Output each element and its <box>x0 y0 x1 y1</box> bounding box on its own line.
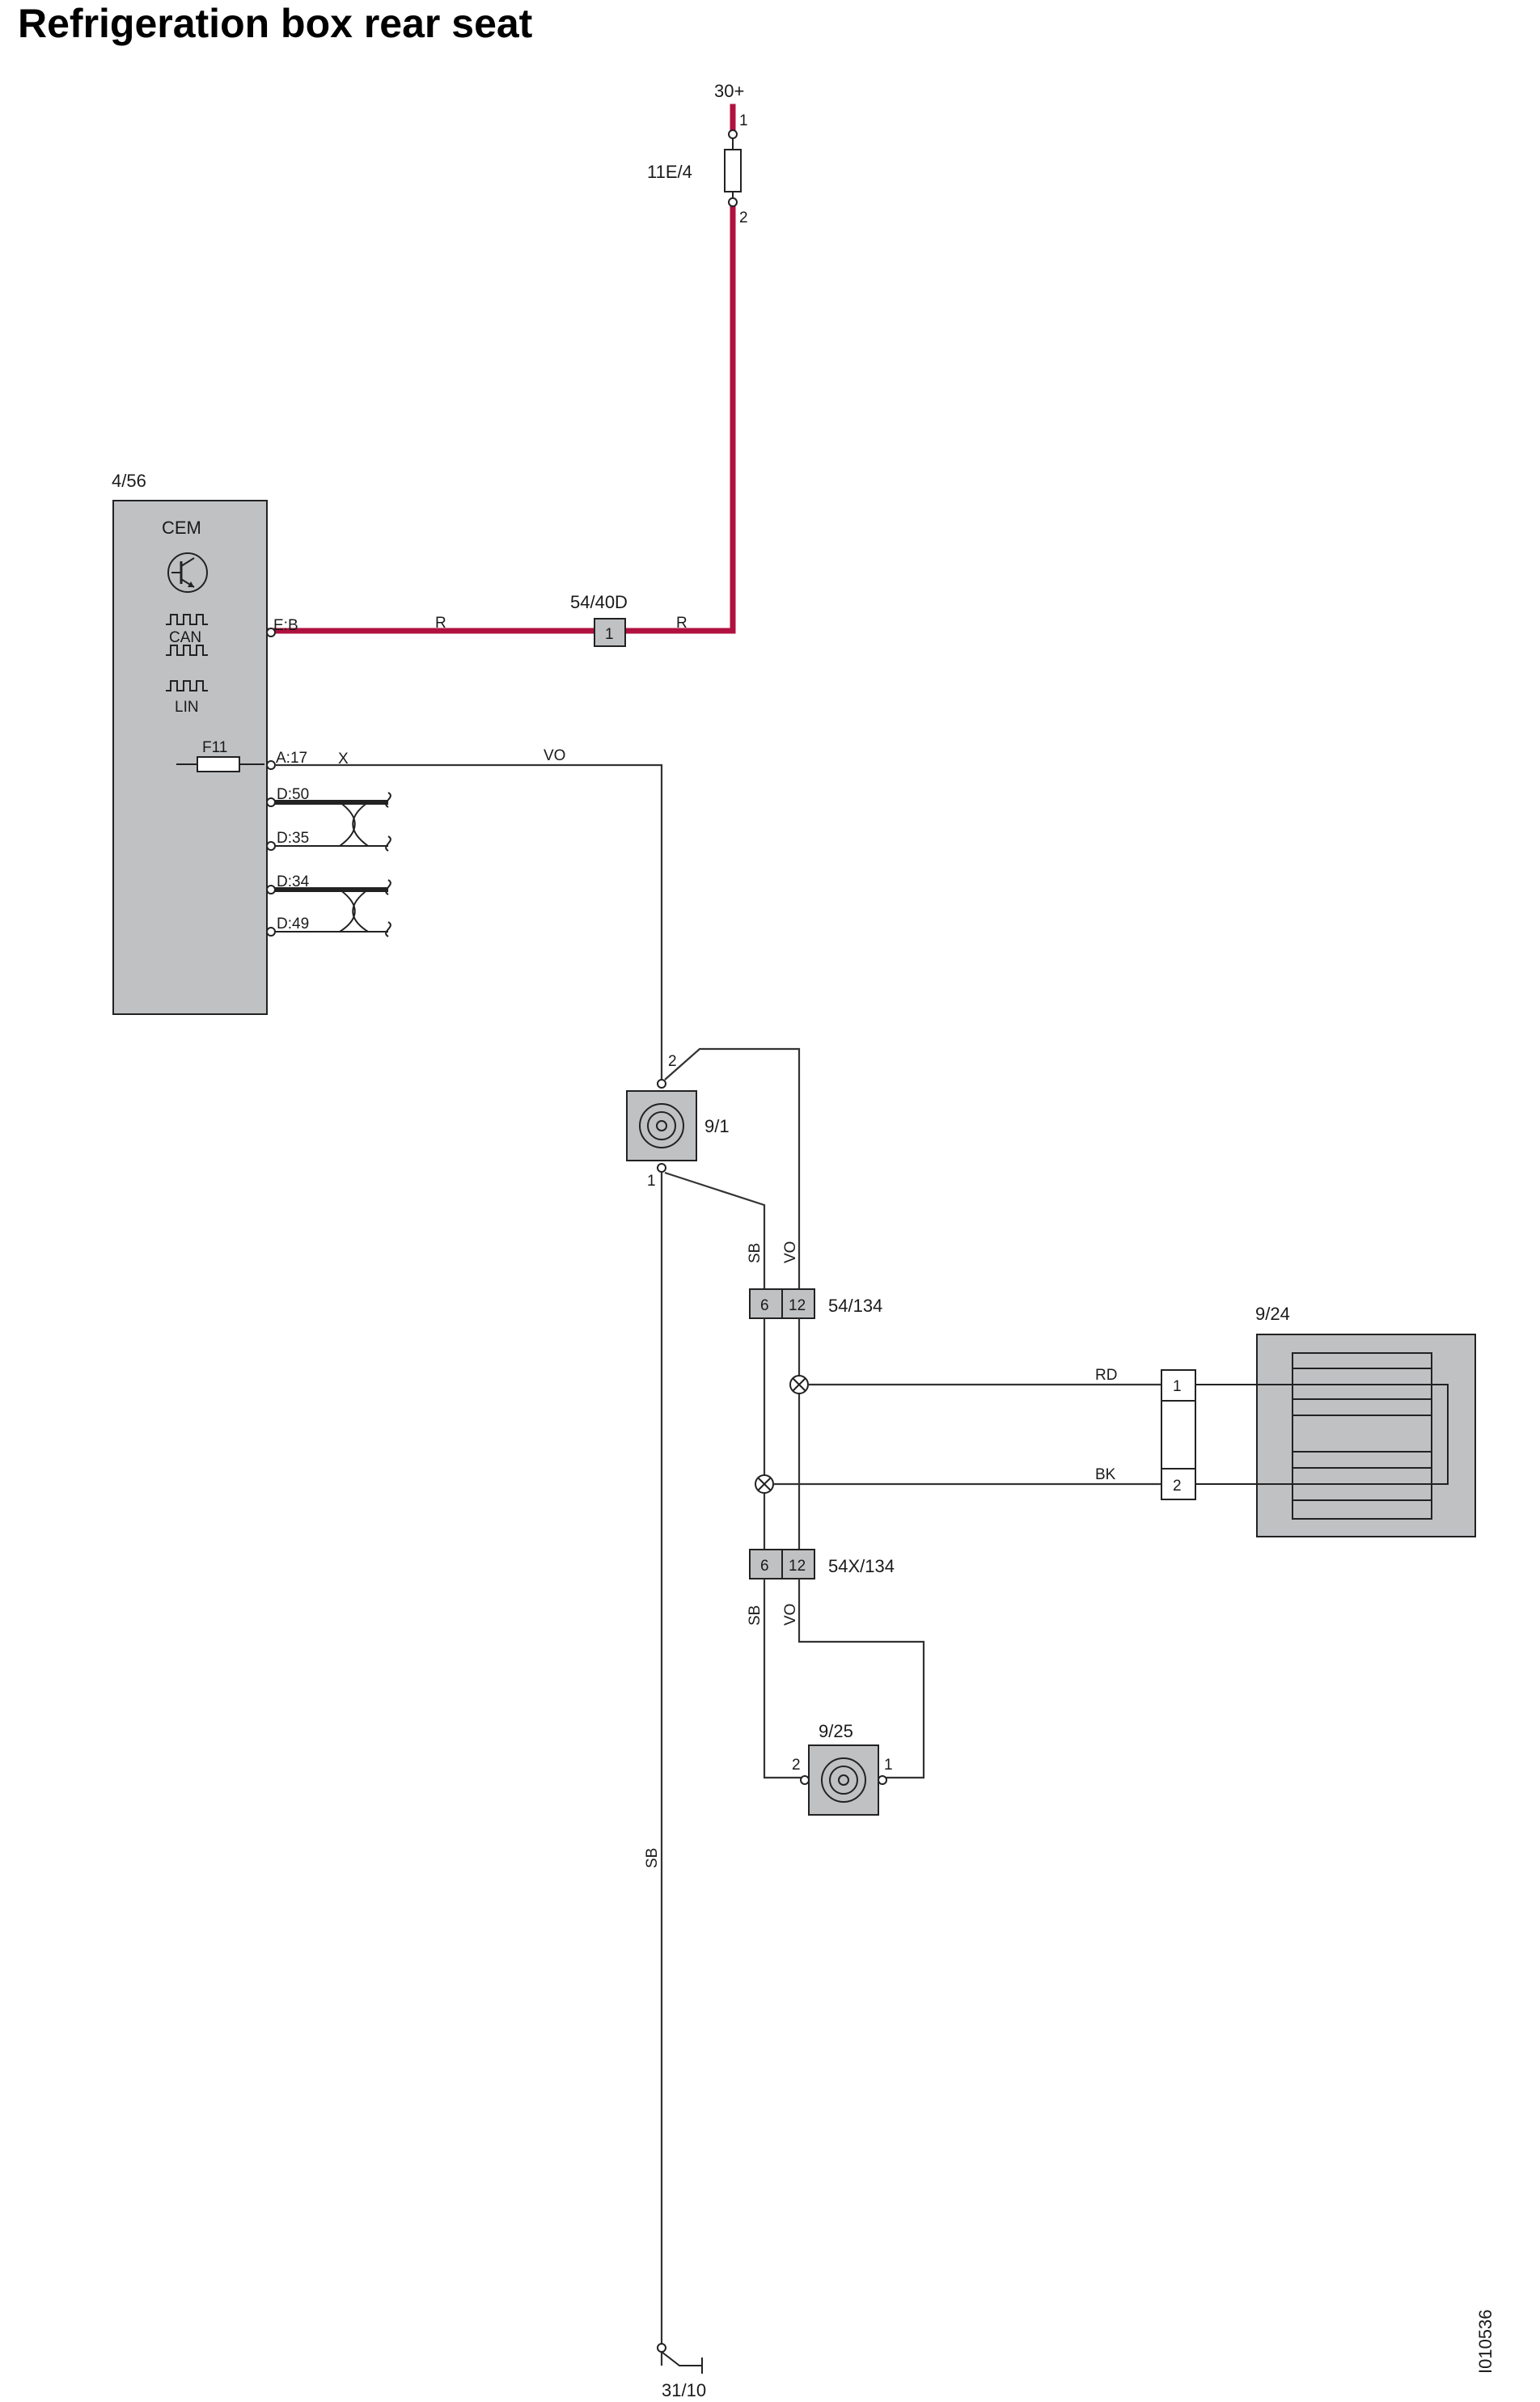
connector-54x-134-pin6-label: 6 <box>760 1558 769 1575</box>
f11-fuse-icon <box>197 756 240 772</box>
cem-name-label: CEM <box>162 518 201 538</box>
wire-vo-a17 <box>275 763 663 1080</box>
wire-color-vo-upper: VO <box>782 1241 799 1263</box>
wire-color-vo-top: VO <box>544 747 565 764</box>
fuse-pin1-label: 1 <box>739 112 748 129</box>
wire-color-bk: BK <box>1095 1466 1116 1483</box>
switch-9-25-pin1: 1 <box>884 1757 893 1774</box>
cem-pin-a17 <box>266 760 276 770</box>
connector-54x-134-pin12 <box>781 1549 815 1579</box>
fuse-11e4-label: 11E/4 <box>647 162 692 182</box>
fuse-pin1 <box>728 129 738 139</box>
cem-pin-d35 <box>266 841 276 851</box>
switch-9-25-pin1-dot <box>878 1775 887 1785</box>
ground-label: 31/10 <box>662 2380 706 2400</box>
cooler-element-icon <box>1257 1352 1449 1520</box>
cem-pin-d34 <box>266 885 276 894</box>
splice-icon <box>789 1375 809 1394</box>
connector-54-134-pin6-label: 6 <box>760 1297 769 1314</box>
connector-54-134-pin12 <box>781 1288 815 1319</box>
switch-icon <box>821 1757 866 1803</box>
switch-9-1-label: 9/1 <box>704 1116 730 1136</box>
pin-d49-label: D:49 <box>277 916 309 932</box>
wire-sb-to-54-134 <box>664 1171 766 1294</box>
can-label: CAN <box>169 629 201 646</box>
pin-a17-label: A:17 <box>276 750 307 767</box>
refrigerator-connector <box>1161 1369 1196 1500</box>
refrigerator-pin1-label: 1 <box>1173 1378 1182 1395</box>
refrigerator-9-24 <box>1256 1334 1476 1537</box>
switch-9-25-pin2: 2 <box>792 1757 801 1774</box>
connector-54x-134-pin6 <box>749 1549 783 1579</box>
splice-icon <box>755 1474 774 1494</box>
cem-ref-label: 4/56 <box>112 471 146 491</box>
wire-color-vo-lower: VO <box>782 1604 799 1626</box>
connector-54-40d <box>594 618 626 647</box>
twisted-pair-icon <box>275 792 391 937</box>
wire-vo-to-54-134 <box>664 1047 801 1294</box>
fuse-pin2-label: 2 <box>739 209 748 226</box>
connector-54-134-pin12-label: 12 <box>789 1297 806 1314</box>
power-wire-r <box>266 197 736 634</box>
connector-54-40d-label: 54/40D <box>570 592 628 612</box>
can-signal-icon <box>166 614 208 656</box>
transistor-icon <box>167 552 208 593</box>
switch-9-25-pin2-dot <box>800 1775 810 1785</box>
pin-x-label: X <box>338 751 349 768</box>
switch-9-25-label: 9/25 <box>819 1721 853 1741</box>
wire-sb-to-9-25 <box>763 1579 804 1779</box>
wire-color-sb-lower: SB <box>747 1605 764 1626</box>
wire-color-sb-ground: SB <box>644 1848 661 1868</box>
ground-icon <box>657 2343 703 2374</box>
supply-label: 30+ <box>714 81 744 101</box>
cem-module <box>112 500 268 1015</box>
switch-9-1-pin1-dot <box>657 1163 666 1173</box>
refrigerator-pin2-label: 2 <box>1173 1478 1182 1495</box>
fuse-pin2 <box>728 197 738 207</box>
wire-color-sb-upper: SB <box>747 1243 764 1263</box>
cem-pin-d50 <box>266 797 276 807</box>
switch-9-1-pin2: 2 <box>668 1053 677 1070</box>
document-id: I010536 <box>1475 2309 1496 2374</box>
wire-vo-to-9-25 <box>798 1579 925 1779</box>
lin-label: LIN <box>175 699 199 716</box>
pin-d34-label: D:34 <box>277 873 310 890</box>
refrigerator-9-24-label: 9/24 <box>1255 1304 1290 1324</box>
cem-pin-eb <box>266 628 276 637</box>
cem-pin-d49 <box>266 927 276 937</box>
switch-icon <box>639 1103 684 1148</box>
diagram-title: Refrigeration box rear seat <box>18 1 533 46</box>
switch-9-1-pin1: 1 <box>647 1173 656 1190</box>
f11-label: F11 <box>202 739 227 756</box>
switch-9-25 <box>808 1744 879 1816</box>
switch-9-1 <box>626 1090 697 1161</box>
connector-54x-134-label: 54X/134 <box>828 1556 895 1576</box>
pin-d50-label: D:50 <box>277 786 309 803</box>
wire-color-r-right: R <box>676 615 688 632</box>
connector-54-40d-pin: 1 <box>605 626 614 643</box>
pin-eb-label: E:B <box>273 617 298 634</box>
connector-54x-134-pin12-label: 12 <box>789 1558 806 1575</box>
fuse-icon <box>724 149 742 192</box>
wire-color-rd: RD <box>1095 1367 1117 1384</box>
switch-9-1-pin2-dot <box>657 1079 666 1089</box>
wire-color-r-left: R <box>435 615 446 632</box>
lin-signal-icon <box>166 680 208 691</box>
connector-54-134-label: 54/134 <box>828 1296 882 1316</box>
pin-d35-label: D:35 <box>277 830 309 847</box>
